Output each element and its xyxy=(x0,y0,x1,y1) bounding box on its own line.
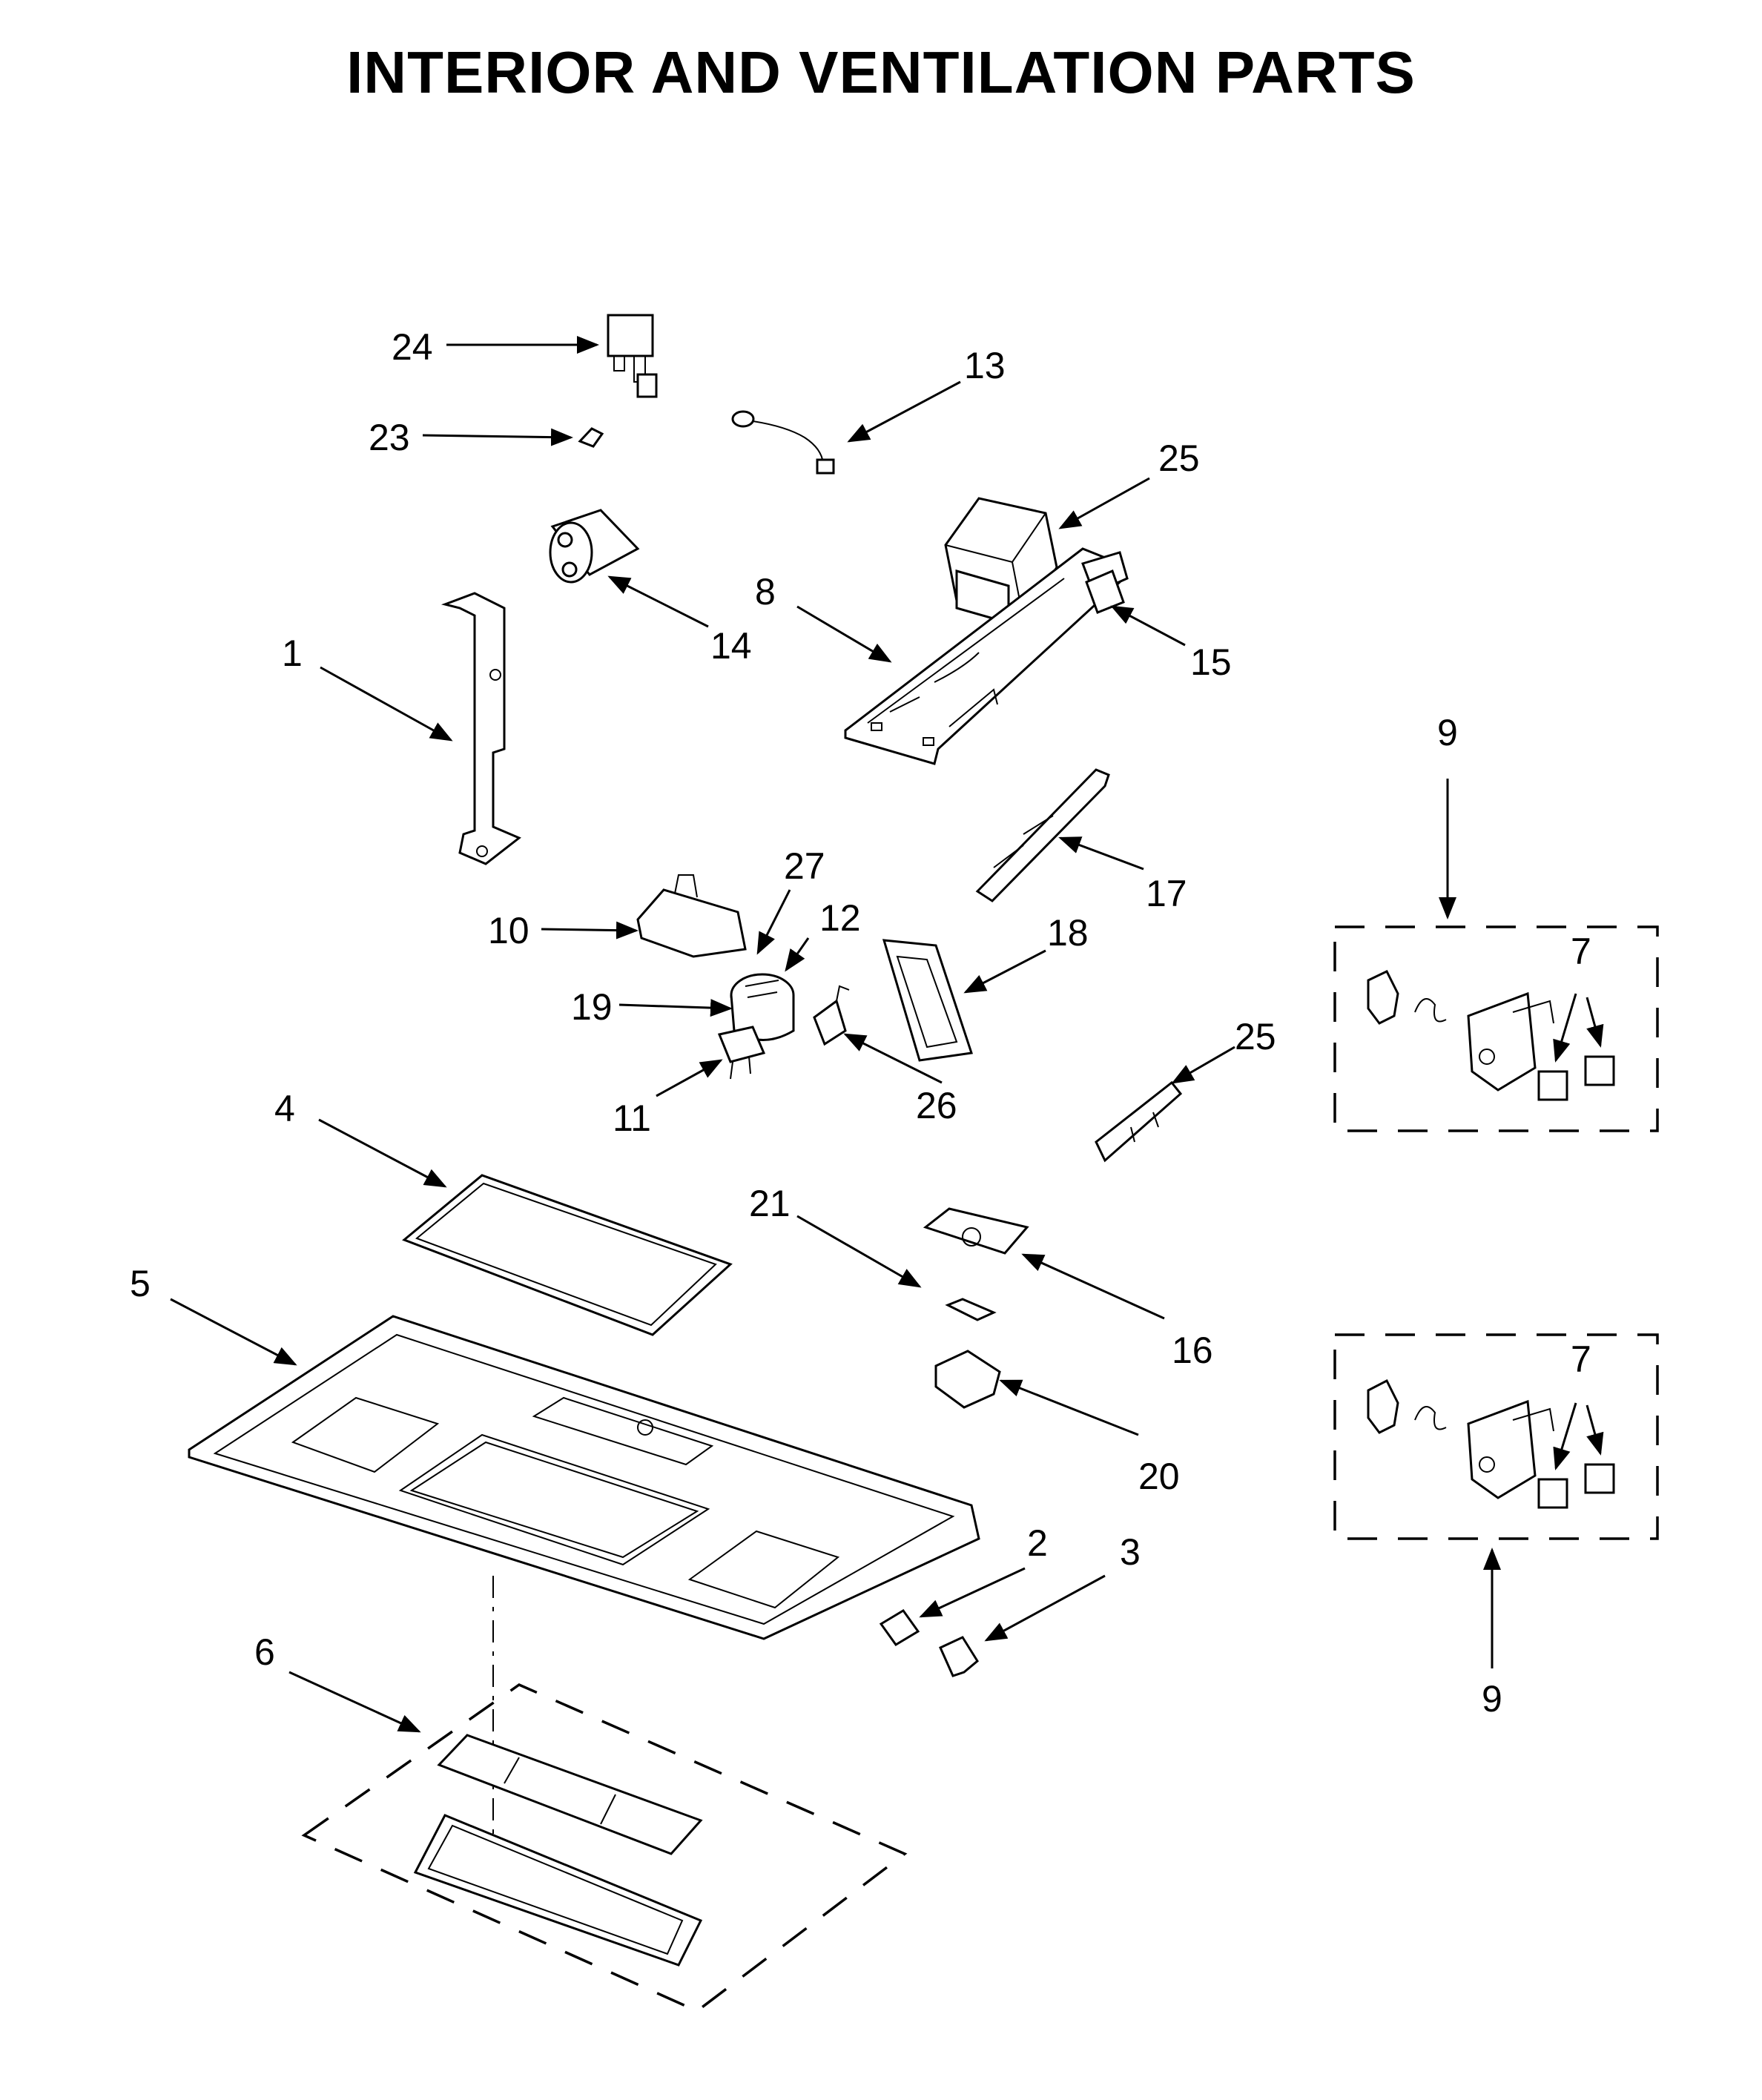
callout-labels: 24 23 13 25 14 8 15 1 9 17 27 12 10 18 7… xyxy=(130,326,1591,1720)
callout-1: 1 xyxy=(282,633,303,674)
callout-13: 13 xyxy=(964,345,1006,386)
callout-10: 10 xyxy=(488,910,529,951)
part-4-frame xyxy=(402,1174,733,1336)
callout-4: 4 xyxy=(274,1088,295,1129)
callout-5: 5 xyxy=(130,1263,151,1304)
callout-6: 6 xyxy=(254,1631,275,1673)
callout-27: 27 xyxy=(784,845,825,887)
part-9-assembly-lower xyxy=(1333,1333,1659,1540)
callout-14: 14 xyxy=(710,625,752,667)
part-18-grille xyxy=(882,939,973,1062)
callout-18: 18 xyxy=(1047,912,1089,954)
callout-19: 19 xyxy=(571,986,613,1028)
callout-24: 24 xyxy=(392,326,433,368)
callout-3: 3 xyxy=(1120,1531,1141,1573)
part-14-capacitor xyxy=(549,509,640,584)
part-1-bracket xyxy=(440,592,521,865)
part-16-panel xyxy=(923,1207,1029,1255)
callout-22: 23 xyxy=(369,417,410,458)
callout-23: 25 xyxy=(1158,438,1200,479)
part-6-filter-assembly xyxy=(301,1576,908,2013)
callout-9-lower: 9 xyxy=(1482,1678,1502,1720)
callout-25: 25 xyxy=(1235,1016,1276,1057)
part-20-holder xyxy=(934,1350,1001,1409)
callout-9-upper: 9 xyxy=(1437,712,1458,753)
callout-26: 26 xyxy=(916,1085,957,1126)
part-10-damper xyxy=(636,874,747,958)
callout-7-upper: 7 xyxy=(1571,931,1591,972)
callout-21: 21 xyxy=(749,1183,791,1224)
callout-12: 12 xyxy=(819,897,861,939)
part-25-bar xyxy=(1095,1080,1183,1163)
part-2-socket xyxy=(879,1609,920,1646)
part-24-connector xyxy=(607,314,658,398)
part-9-assembly-upper xyxy=(1333,925,1659,1132)
part-15-switch xyxy=(1085,569,1125,614)
part-5-panel xyxy=(188,1315,980,1640)
callout-17: 17 xyxy=(1146,873,1187,914)
callout-7-lower: 7 xyxy=(1571,1338,1591,1380)
part-26-latch xyxy=(813,985,850,1046)
part-22-clip xyxy=(578,427,604,448)
callout-20: 20 xyxy=(1138,1456,1180,1497)
callout-8: 8 xyxy=(755,571,776,612)
callout-16: 16 xyxy=(1172,1330,1213,1371)
leader-lines xyxy=(170,336,1604,1733)
part-11-switch xyxy=(717,1026,766,1080)
part-13-wire xyxy=(731,410,835,475)
part-3-socket xyxy=(939,1636,979,1677)
part-17-rail xyxy=(975,768,1110,902)
callout-15: 15 xyxy=(1190,641,1232,683)
diagram-title: INTERIOR AND VENTILATION PARTS xyxy=(346,39,1416,105)
callout-11: 11 xyxy=(613,1097,651,1139)
callout-2: 2 xyxy=(1027,1522,1048,1564)
part-21-lamp xyxy=(945,1298,997,1321)
